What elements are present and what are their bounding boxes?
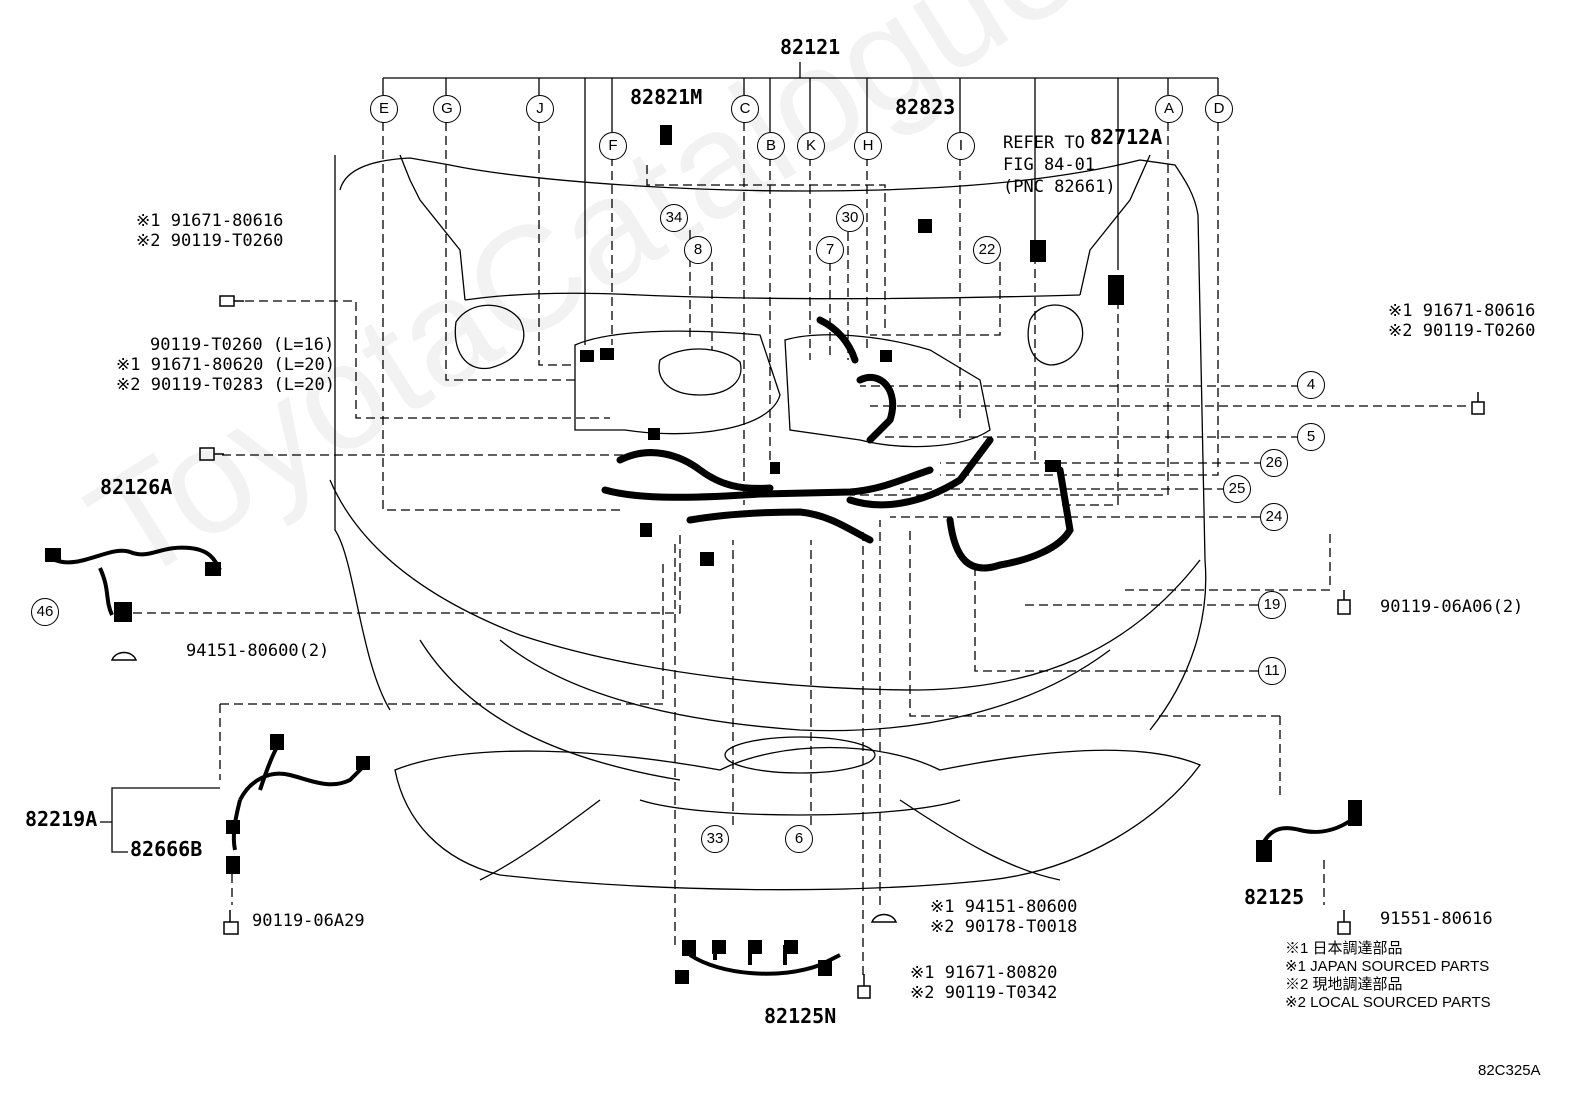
tag-b: B (757, 132, 785, 160)
label-82126A: 82126A (100, 475, 173, 499)
bumper-outline (394, 746, 1202, 891)
bay-outline (339, 157, 1206, 561)
callout-25: 25 (1223, 475, 1251, 503)
harness-82125 (1260, 813, 1360, 846)
tag-i: I (947, 132, 975, 160)
legend-line-2: ※1 JAPAN SOURCED PARTS (1285, 958, 1490, 975)
refer-note-line-2: FIG 84-01 (1003, 155, 1096, 175)
legend-line-1: ※1 日本調達部品 (1285, 940, 1403, 957)
callout-8: 8 (684, 236, 712, 264)
legend-line-3: ※2 現地調達部品 (1285, 976, 1403, 993)
bolt-right-top (1471, 392, 1485, 415)
fastener-top-left-1: ※1 91671-80616 (136, 211, 284, 231)
callout-33: 33 (701, 825, 729, 853)
fastener-mid-left-2: ※1 91671-80620 (L=20) (116, 355, 335, 375)
tag-h: H (854, 132, 882, 160)
fastener-bolt-82666B: 90119-06A29 (252, 911, 365, 931)
tag-d: D (1205, 95, 1233, 123)
emblem-outline (724, 736, 876, 774)
bolt-82125 (1337, 910, 1351, 935)
refer-note-line-3: (PNC 82661) (1003, 177, 1116, 197)
tag-f: F (599, 132, 627, 160)
fastener-bolt-19: 90119-06A06(2) (1380, 597, 1524, 617)
fastener-bottom-1a: ※1 94151-80600 (930, 897, 1078, 917)
tag-j: J (526, 95, 554, 123)
label-82121: 82121 (780, 35, 841, 59)
fastener-bolt-82125: 91551-80616 (1380, 909, 1493, 929)
clip-bottom-1 (870, 913, 898, 923)
label-82219A: 82219A (25, 807, 98, 831)
label-82712A: 82712A (1090, 125, 1163, 149)
callout-6: 6 (785, 825, 813, 853)
callout-4: 4 (1297, 371, 1325, 399)
fastener-top-left-2: ※2 90119-T0260 (136, 231, 284, 251)
callout-46: 46 (31, 598, 59, 626)
harness-82126A (54, 545, 222, 616)
label-82125: 82125 (1244, 885, 1305, 909)
fastener-mid-left-3: ※2 90119-T0283 (L=20) (116, 375, 335, 395)
bolt-19 (1337, 590, 1351, 615)
bolt-82666B (223, 910, 239, 935)
tag-e: E (370, 95, 398, 123)
callout-19: 19 (1258, 591, 1286, 619)
callout-26: 26 (1260, 449, 1288, 477)
clip-46 (110, 651, 138, 661)
fastener-bottom-2b: ※2 90119-T0342 (910, 983, 1058, 1003)
fastener-right-top-1: ※1 91671-80616 (1388, 301, 1536, 321)
fastener-bottom-1b: ※2 90178-T0018 (930, 917, 1078, 937)
refer-note-line-1: REFER TO (1003, 133, 1085, 153)
callout-24: 24 (1260, 503, 1288, 531)
tag-g: G (433, 95, 461, 123)
callout-30: 30 (836, 204, 864, 232)
callout-5: 5 (1297, 423, 1325, 451)
bolt-bottom-2 (857, 974, 871, 999)
tag-a: A (1155, 95, 1183, 123)
callout-22: 22 (973, 236, 1001, 264)
fastener-bottom-2a: ※1 91671-80820 (910, 963, 1058, 983)
label-82821M: 82821M (630, 85, 703, 109)
callout-11: 11 (1258, 657, 1286, 685)
legend-line-4: ※2 LOCAL SOURCED PARTS (1285, 994, 1491, 1011)
figure-code: 82C325A (1478, 1062, 1541, 1079)
main-bracket (382, 62, 1219, 345)
bolt-top-left (219, 295, 244, 307)
tag-k: K (797, 132, 825, 160)
label-82125N: 82125N (764, 1004, 837, 1028)
tag-c: C (731, 95, 759, 123)
label-82823: 82823 (895, 95, 956, 119)
callout-34: 34 (660, 204, 688, 232)
label-82666B: 82666B (130, 837, 203, 861)
engine-outline (574, 330, 781, 435)
harness-main (601, 466, 934, 501)
bolt-mid-left (199, 447, 224, 461)
fastener-mid-left-1: 90119-T0260 (L=16) (150, 335, 335, 355)
fastener-right-top-2: ※2 90119-T0260 (1388, 321, 1536, 341)
callout-7: 7 (816, 236, 844, 264)
fastener-clip-46: 94151-80600(2) (186, 641, 330, 661)
